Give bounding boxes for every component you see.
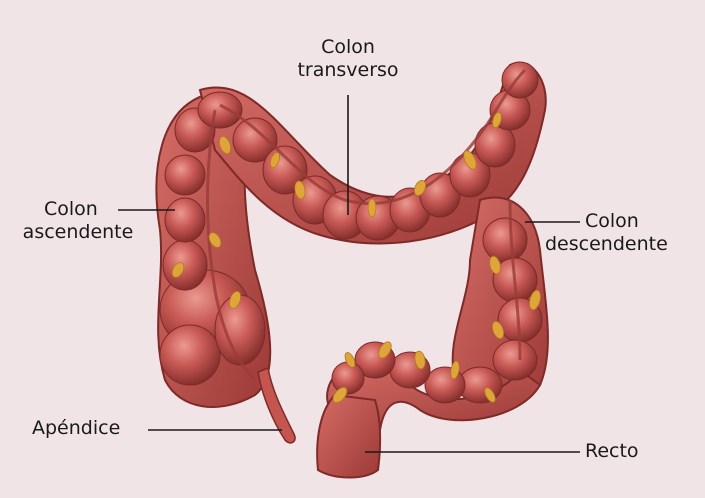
label-descending-line2: descendente	[545, 233, 695, 256]
label-rectum: Recto	[585, 440, 639, 463]
label-transverse-colon: Colon transverso	[280, 36, 416, 82]
label-ascending-colon: Colon ascendente	[8, 198, 148, 244]
label-descending-line1: Colon	[545, 210, 695, 233]
label-appendix: Apéndice	[32, 417, 120, 440]
label-ascending-line2: ascendente	[8, 221, 148, 244]
label-transverse-line1: Colon	[280, 36, 416, 59]
label-ascending-line1: Colon	[8, 198, 148, 221]
label-descending-colon: Colon descendente	[545, 210, 695, 256]
label-transverse-line2: transverso	[280, 59, 416, 82]
